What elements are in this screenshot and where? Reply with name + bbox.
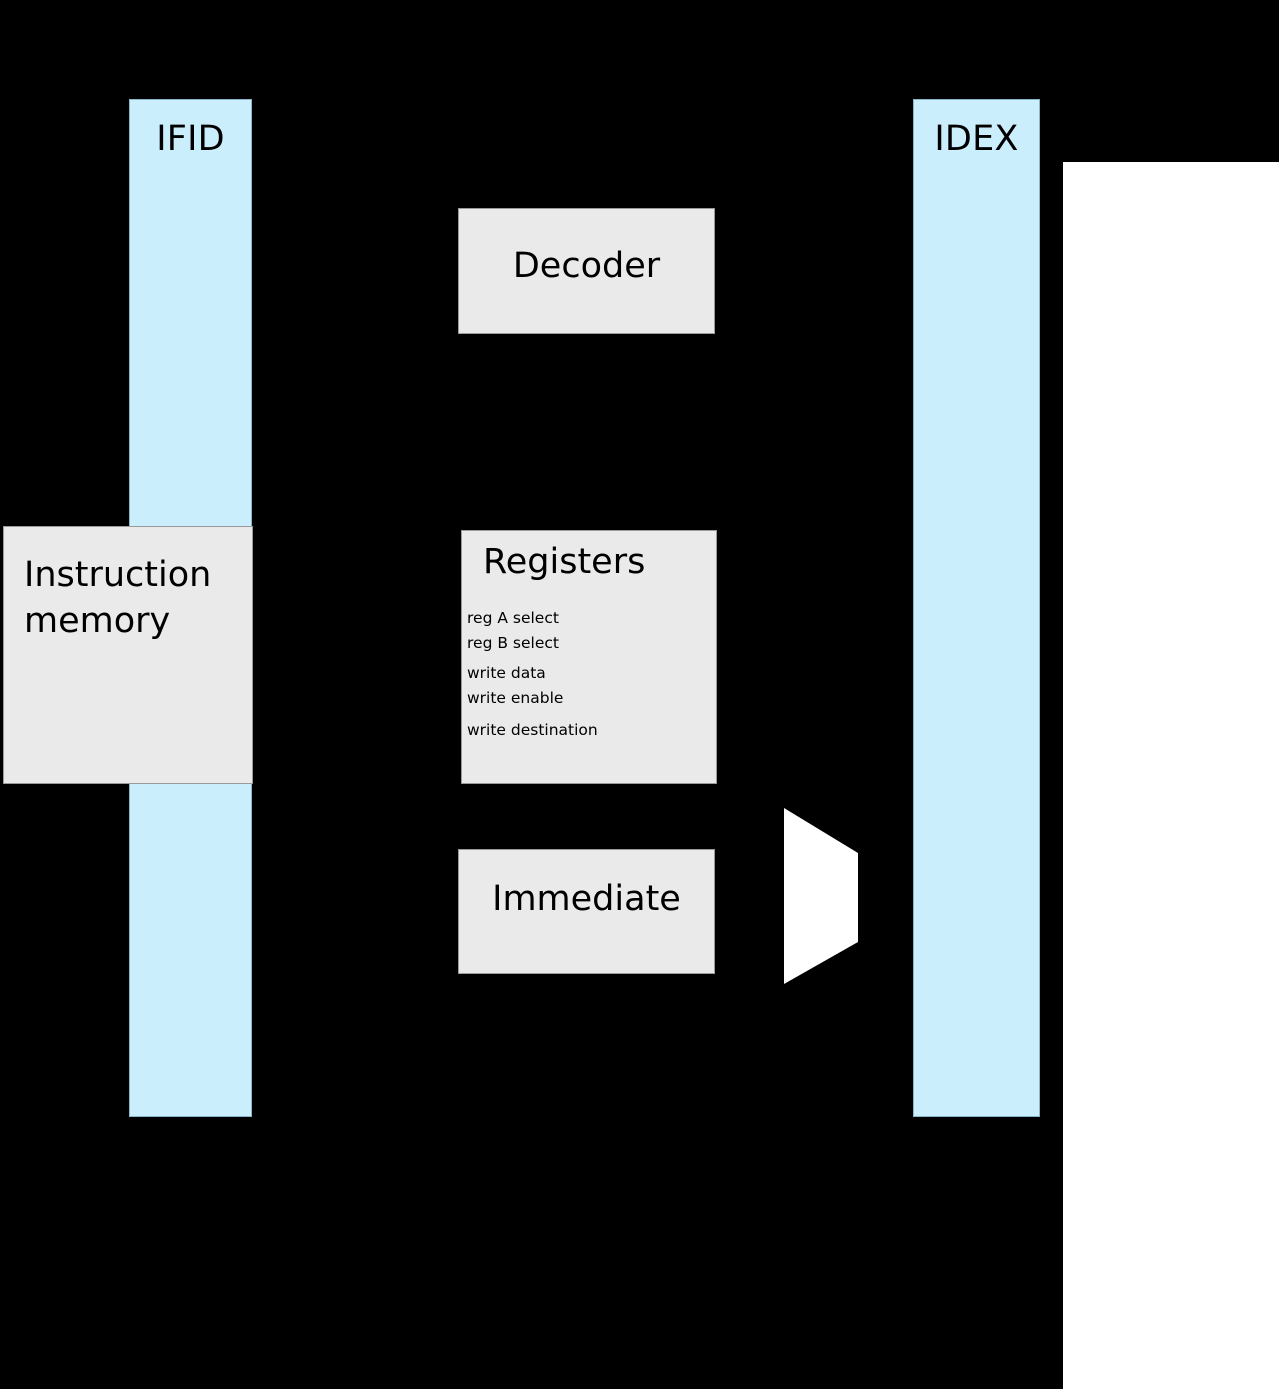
pipeline-register-ifid-label: IFID	[156, 119, 225, 159]
unit-instruction-memory-title: Instruction memory	[24, 555, 212, 641]
port-reg-a-select: reg A select	[467, 609, 559, 627]
port-write-data: write data	[467, 664, 546, 682]
pipeline-register-idex[interactable]: IDEX	[913, 99, 1040, 1117]
port-reg-b-select: reg B select	[467, 633, 559, 652]
multiplexer-shape	[784, 808, 858, 984]
unit-decoder[interactable]: Decoder	[458, 208, 715, 334]
multiplexer-icon[interactable]	[783, 806, 861, 986]
port-write-enable: write enable	[467, 688, 564, 707]
pipeline-register-idex-label: IDEX	[934, 119, 1019, 159]
unit-immediate-title: Immediate	[492, 879, 681, 919]
unit-instruction-memory[interactable]: Instruction memory	[3, 526, 253, 784]
unit-registers[interactable]: Registers reg A select reg B select writ…	[461, 530, 717, 784]
port-write-destination: write destination	[467, 721, 598, 739]
multiplexer-polygon	[784, 808, 858, 984]
unit-immediate[interactable]: Immediate	[458, 849, 715, 974]
diagram-backdrop-top-right	[1063, 0, 1279, 162]
unit-registers-title: Registers	[483, 542, 646, 582]
unit-decoder-title: Decoder	[512, 246, 661, 286]
unit-registers-port-list: reg A select reg B select write data wri…	[467, 609, 716, 739]
